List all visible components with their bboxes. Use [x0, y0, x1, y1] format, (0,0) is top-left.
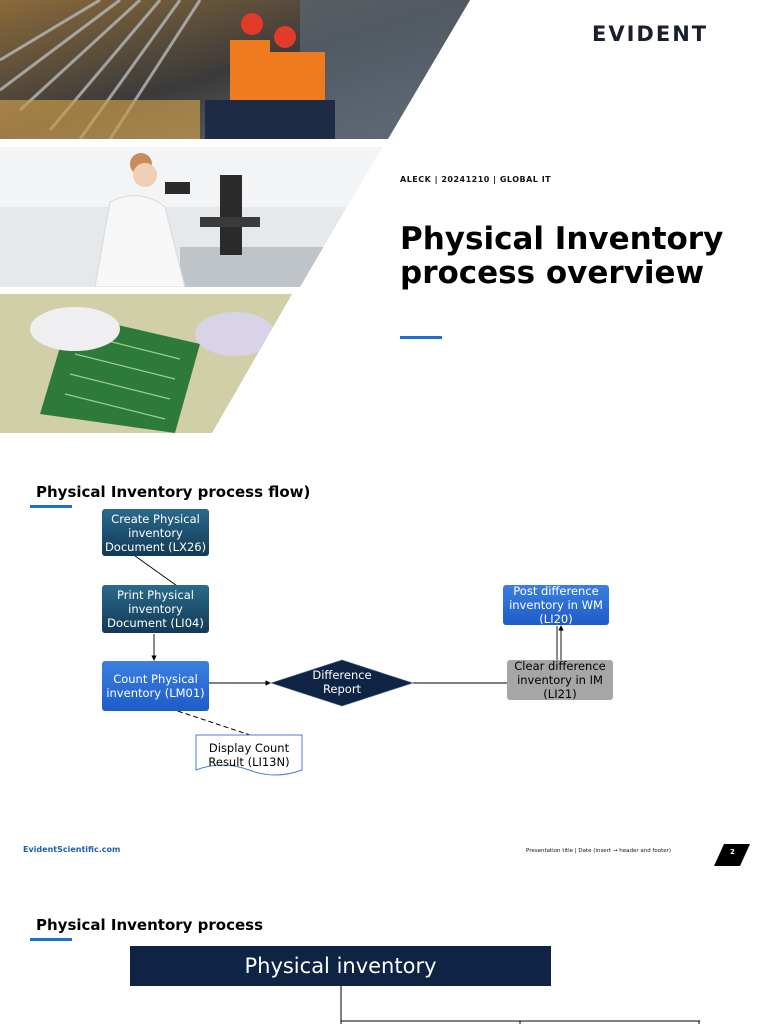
footer-website-link[interactable]: EvidentScientific.com	[23, 845, 121, 854]
post-difference-label: Post difference inventory in WM (LI20)	[509, 585, 603, 625]
flow-title-underline	[30, 505, 72, 508]
flow-slide-title: Physical Inventory process flow)	[36, 483, 311, 501]
difference-report-diamond	[270, 659, 414, 707]
presenter-meta: ALECK | 20241210 | GLOBAL IT	[400, 175, 552, 184]
create-document-step: Create Physical inventory Document (LX26…	[102, 509, 209, 556]
page-number: 2	[730, 848, 735, 856]
difference-report-label: Difference Report	[312, 668, 372, 696]
physical-inventory-banner-label: Physical inventory	[244, 954, 437, 978]
create-document-label: Create Physical inventory Document (LX26…	[104, 511, 207, 554]
process-slide-title: Physical Inventory process	[36, 916, 264, 934]
physical-inventory-banner: Physical inventory	[130, 946, 551, 986]
count-inventory-step: Count Physical inventory (LM01)	[102, 661, 209, 711]
title-slide: EVIDENT ALECK | 20241210 | GLOBAL IT Phy…	[0, 0, 768, 440]
process-title-underline	[30, 938, 72, 941]
print-document-step: Print Physical inventory Document (LI04)	[102, 585, 209, 633]
count-inventory-label: Count Physical inventory (LM01)	[106, 672, 205, 700]
page-number-badge: 2	[714, 844, 750, 866]
footer-presentation-note: Presentation title | Date (insert → head…	[526, 848, 672, 854]
clear-difference-step: Clear difference inventory in IM (LI21)	[507, 660, 613, 700]
workers-photo	[0, 0, 470, 139]
page-title: Physical Inventory process overview	[400, 221, 724, 291]
display-count-label: Display Count Result (LI13N)	[208, 741, 290, 769]
display-count-document-shape	[195, 734, 303, 776]
hierarchy-connectors	[340, 986, 700, 1024]
title-underline	[400, 336, 442, 339]
microscope-photo	[0, 147, 382, 287]
post-difference-step: Post difference inventory in WM (LI20)	[503, 585, 609, 625]
clear-difference-label: Clear difference inventory in IM (LI21)	[514, 660, 606, 700]
circuit-board-photo	[0, 294, 292, 433]
print-document-label: Print Physical inventory Document (LI04)	[107, 588, 204, 630]
evident-logo: EVIDENT	[592, 22, 709, 46]
